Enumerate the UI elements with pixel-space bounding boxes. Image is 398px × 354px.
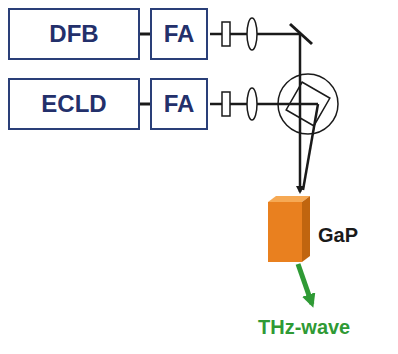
- amplifier-box: FA: [150, 78, 208, 130]
- prism: [286, 82, 330, 126]
- thz-arrow: [298, 264, 312, 304]
- fiber-connector: [140, 103, 150, 106]
- beam-line: [303, 104, 318, 190]
- output-label: THz-wave: [258, 316, 350, 339]
- crystal-front: [268, 202, 302, 262]
- amplifier-box: FA: [150, 8, 208, 60]
- crystal-node: GaP: [268, 196, 310, 262]
- node-label: ECLD: [41, 90, 106, 118]
- node-label: DFB: [49, 20, 98, 48]
- lens: [247, 88, 257, 120]
- laser-box: ECLD: [8, 78, 140, 130]
- node-label: FA: [164, 20, 195, 48]
- lens: [247, 18, 257, 50]
- waveplate: [222, 92, 230, 116]
- node-label: FA: [164, 90, 195, 118]
- node-label: GaP: [318, 224, 358, 247]
- laser-box: DFB: [8, 8, 140, 60]
- prism-mount: [278, 74, 338, 134]
- beam-line: [299, 34, 302, 192]
- crystal-side: [302, 196, 310, 262]
- fiber-connector: [140, 33, 150, 36]
- waveplate: [222, 22, 230, 46]
